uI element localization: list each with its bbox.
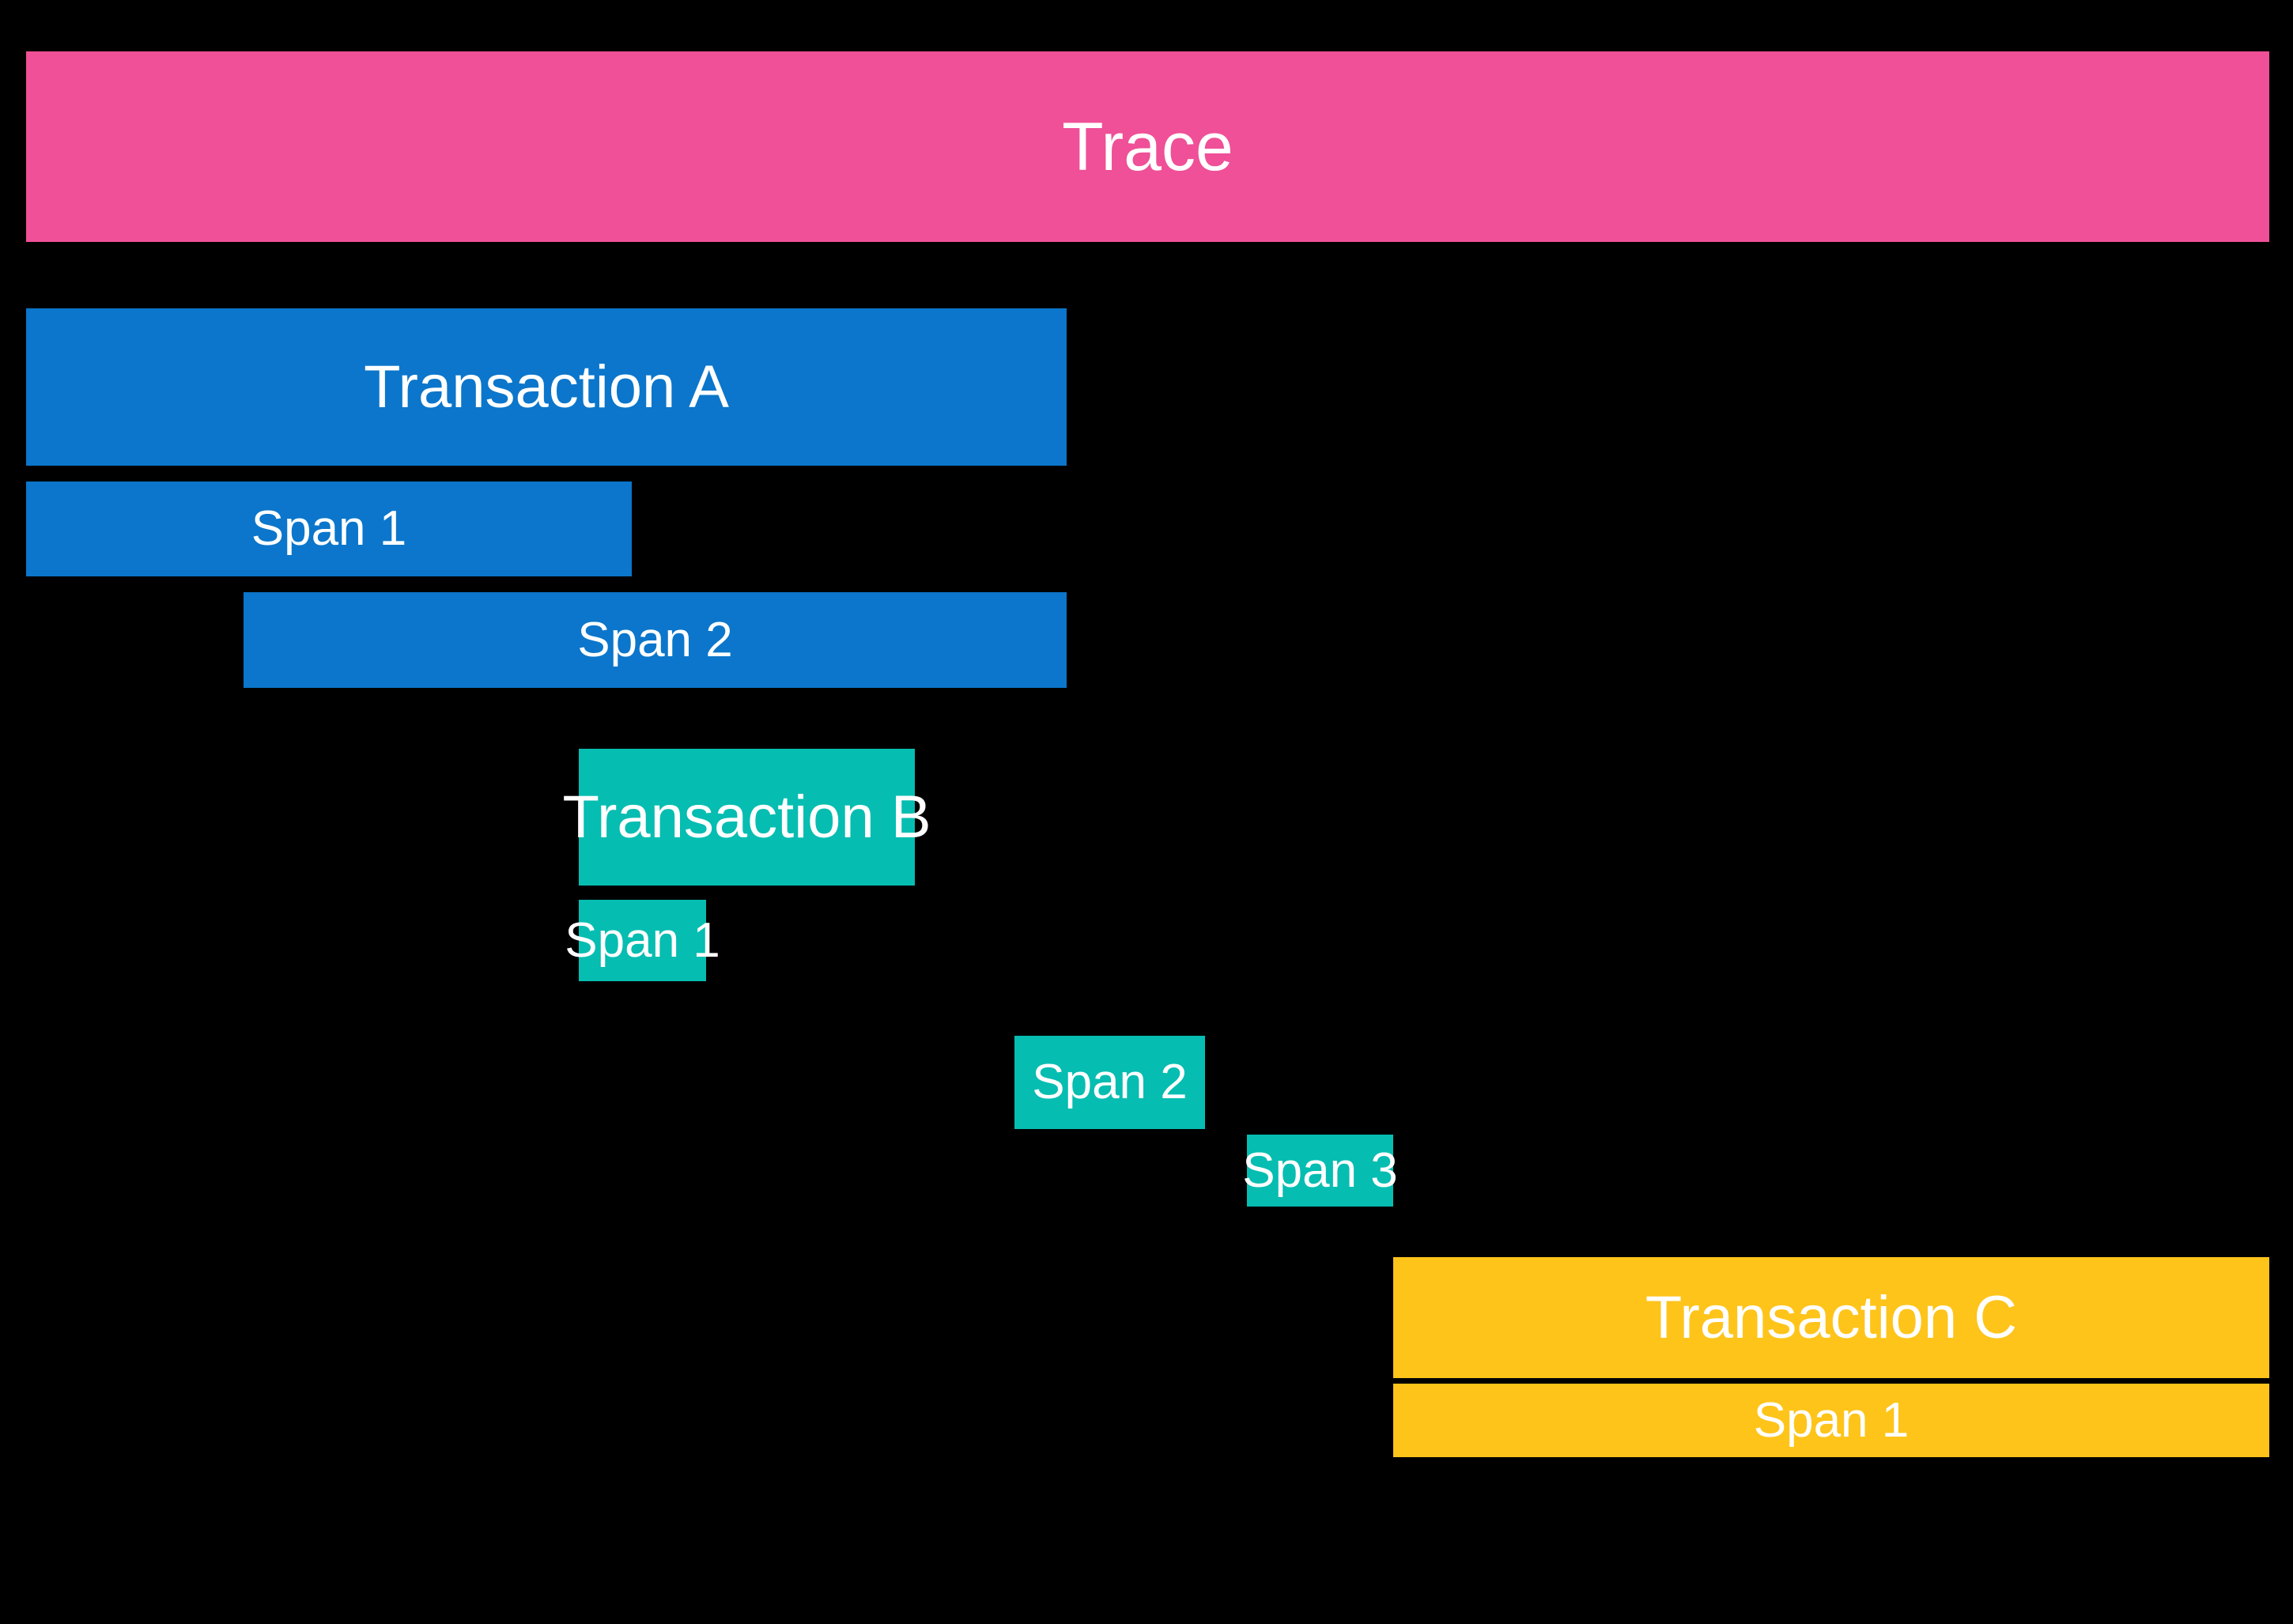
trace-bar[interactable]: Trace	[26, 51, 2269, 242]
transaction-b-span-1-bar[interactable]: Span 1	[565, 900, 720, 981]
transaction-b-span-2-bar[interactable]: Span 2	[1014, 1036, 1205, 1129]
transaction-a-bar-label: Transaction A	[364, 353, 729, 421]
transaction-c-bar-label: Transaction C	[1645, 1283, 2018, 1351]
transaction-b-span-1-label: Span 1	[565, 912, 720, 968]
transaction-c-span-1-label: Span 1	[1753, 1392, 1910, 1448]
transaction-a-span-1-bar[interactable]: Span 1	[26, 482, 632, 576]
transaction-b-span-2-label: Span 2	[1032, 1055, 1188, 1109]
transaction-a-span-2-label: Span 2	[577, 612, 733, 667]
transaction-a-span-2-bar[interactable]: Span 2	[244, 592, 1067, 688]
trace-bar-label: Trace	[1062, 108, 1233, 185]
transaction-b-span-3-bar[interactable]: Span 3	[1242, 1135, 1398, 1207]
transaction-b-bar[interactable]: Transaction B	[562, 749, 931, 886]
transaction-a-span-1-label: Span 1	[251, 501, 407, 556]
transaction-b-bar-label: Transaction B	[562, 783, 931, 851]
transaction-c-span-1-bar[interactable]: Span 1	[1393, 1384, 2269, 1457]
transaction-b-span-3-label: Span 3	[1242, 1142, 1398, 1198]
transaction-a-bar[interactable]: Transaction A	[26, 308, 1067, 466]
transaction-c-bar[interactable]: Transaction C	[1393, 1257, 2269, 1378]
